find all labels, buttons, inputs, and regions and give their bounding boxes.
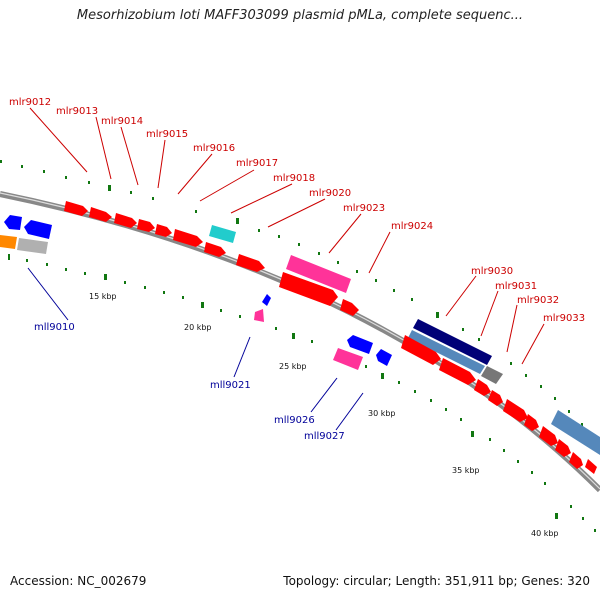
- topology-stats: Topology: circular; Length: 351,911 bp; …: [283, 574, 590, 588]
- gene-mll9026-pink[interactable]: [333, 348, 363, 370]
- gene-mll9010-grey[interactable]: [17, 238, 48, 254]
- gene-mlr9037[interactable]: [555, 439, 571, 457]
- backbone-highlight: [0, 192, 600, 490]
- gene-mlr9032[interactable]: [439, 358, 476, 385]
- gene-mlr9023b[interactable]: [279, 272, 338, 306]
- gene-mll9010-a[interactable]: [4, 215, 22, 230]
- gene-mlr9034[interactable]: [503, 399, 528, 422]
- gene-mll9021-blue[interactable]: [262, 294, 271, 306]
- accession-label: Accession: NC_002679: [10, 574, 147, 588]
- gene-mlr9012[interactable]: [64, 201, 88, 216]
- gene-mlr9033a[interactable]: [474, 379, 491, 396]
- gene-mlr9020[interactable]: [236, 254, 265, 272]
- label-mlr9033[interactable]: mlr9033: [543, 313, 585, 324]
- gene-mlr9030-steel[interactable]: [408, 330, 485, 374]
- forward-gene-labels: mlr9012 mlr9013 mlr9014 mlr9015 mlr9016 …: [9, 97, 585, 324]
- gene-mlr9031[interactable]: [401, 335, 441, 365]
- label-mlr9018[interactable]: mlr9018: [273, 173, 315, 184]
- forward-genes: [64, 201, 600, 474]
- scale-40kbp: 40 kbp: [531, 529, 559, 538]
- gene-mlr9038[interactable]: [569, 452, 583, 469]
- label-mll9026[interactable]: mll9026: [274, 415, 315, 426]
- label-leaders: [27, 107, 545, 431]
- gene-mlr9014[interactable]: [114, 213, 137, 228]
- gene-mll9026-blue[interactable]: [347, 335, 373, 354]
- scale-20kbp: 20 kbp: [184, 323, 212, 332]
- gene-mlr9039[interactable]: [585, 459, 597, 474]
- reverse-gene-labels: mll9010 mll9021 mll9026 mll9027: [34, 322, 345, 442]
- label-mll9010[interactable]: mll9010: [34, 322, 75, 333]
- gene-mll9010-orange[interactable]: [0, 235, 17, 249]
- reverse-genes: [0, 215, 392, 370]
- gene-mlr9024[interactable]: [340, 299, 359, 316]
- gene-mlr9016[interactable]: [155, 224, 172, 237]
- gene-mlr9015[interactable]: [137, 219, 155, 232]
- gene-mlr9030-grey[interactable]: [481, 366, 503, 384]
- gene-mlr9018-box[interactable]: [209, 225, 236, 243]
- gene-mlr9033b[interactable]: [488, 390, 503, 406]
- label-mlr9015[interactable]: mlr9015: [146, 129, 188, 140]
- scale-25kbp: 25 kbp: [279, 362, 307, 371]
- scale-30kbp: 30 kbp: [368, 409, 396, 418]
- label-mlr9017[interactable]: mlr9017: [236, 158, 278, 169]
- scale-35kbp: 35 kbp: [452, 466, 480, 475]
- inner-dot-ring: [8, 254, 596, 532]
- map-title: Mesorhizobium loti MAFF303099 plasmid pM…: [76, 8, 524, 23]
- gene-mll9027[interactable]: [376, 349, 392, 366]
- label-mlr9016[interactable]: mlr9016: [193, 143, 235, 154]
- gene-mlr9023[interactable]: [286, 255, 351, 293]
- gene-mll9021-pink[interactable]: [254, 309, 264, 322]
- label-mlr9032[interactable]: mlr9032: [517, 295, 559, 306]
- gene-mlr9017[interactable]: [173, 229, 203, 247]
- label-mlr9020[interactable]: mlr9020: [309, 188, 351, 199]
- label-mlr9030[interactable]: mlr9030: [471, 266, 513, 277]
- label-mlr9023[interactable]: mlr9023: [343, 203, 385, 214]
- scale-15kbp: 15 kbp: [89, 292, 117, 301]
- gene-mlr9036[interactable]: [539, 426, 558, 446]
- label-mlr9014[interactable]: mlr9014: [101, 116, 143, 127]
- gene-mlr9040-steel[interactable]: [551, 410, 600, 455]
- scale-labels: 15 kbp 20 kbp 25 kbp 30 kbp 35 kbp 40 kb…: [89, 292, 559, 538]
- label-mlr9012[interactable]: mlr9012: [9, 97, 51, 108]
- label-mll9021[interactable]: mll9021: [210, 380, 251, 391]
- label-mll9027[interactable]: mll9027: [304, 431, 345, 442]
- gene-mll9010-b[interactable]: [24, 220, 52, 239]
- label-mlr9013[interactable]: mlr9013: [56, 106, 98, 117]
- gene-mlr9030-navy[interactable]: [413, 319, 492, 365]
- backbone-arc: [0, 191, 600, 493]
- label-mlr9024[interactable]: mlr9024: [391, 221, 433, 232]
- gene-mlr9013[interactable]: [89, 207, 112, 222]
- gene-mlr9035[interactable]: [524, 414, 539, 431]
- label-mlr9031[interactable]: mlr9031: [495, 281, 537, 292]
- gene-mlr9018[interactable]: [204, 242, 226, 257]
